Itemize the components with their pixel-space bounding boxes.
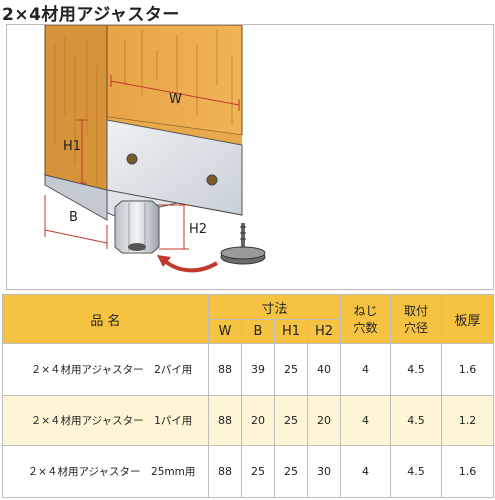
- value-w: 88: [208, 343, 242, 396]
- table-row: ２×４材用アジャスター 1パイ用 88 20 25 20 4 4.5 1.2: [2, 395, 495, 446]
- table-row: ２×４材用アジャスター 2パイ用 88 39 25 40 4 4.5 1.6: [2, 343, 495, 396]
- product-illustration: W H1 B H2: [6, 24, 494, 290]
- page-title: 2×4材用アジャスター: [2, 5, 180, 25]
- value-w: 88: [208, 395, 242, 446]
- header-b: B: [241, 319, 275, 344]
- value-h2: 40: [306, 343, 342, 396]
- value-holes: 4: [340, 395, 392, 446]
- dim-label-h1: H1: [63, 139, 81, 154]
- spec-table: 品 名 寸法 ねじ 穴数 取付 穴径 板厚 W B H1 H2 ２×４材用アジャ…: [2, 294, 495, 498]
- dim-label-b: B: [69, 210, 78, 225]
- value-thick: 1.2: [441, 395, 495, 446]
- value-holes: 4: [340, 343, 392, 396]
- product-name: ２×４材用アジャスター 25mm用: [2, 445, 209, 498]
- product-name: ２×４材用アジャスター 1パイ用: [2, 395, 209, 446]
- header-product-name: 品 名: [2, 294, 209, 344]
- table-row: ２×４材用アジャスター 25mm用 88 25 25 30 4 4.5 1.6: [2, 445, 495, 498]
- value-w: 88: [208, 445, 242, 498]
- value-h1: 25: [274, 445, 308, 498]
- product-name: ２×４材用アジャスター 2パイ用: [2, 343, 209, 396]
- dim-label-w: W: [169, 92, 182, 107]
- value-dia: 4.5: [390, 395, 443, 446]
- value-h1: 25: [274, 395, 308, 446]
- header-plate-thickness: 板厚: [441, 294, 495, 344]
- header-h1: H1: [274, 319, 308, 344]
- value-dia: 4.5: [390, 445, 443, 498]
- header-dimensions: 寸法: [207, 294, 342, 320]
- dim-label-h2: H2: [189, 222, 207, 237]
- value-holes: 4: [340, 445, 392, 498]
- value-h2: 20: [306, 395, 342, 446]
- value-dia: 4.5: [390, 343, 443, 396]
- value-b: 39: [241, 343, 275, 396]
- value-h2: 30: [306, 445, 342, 498]
- value-b: 20: [241, 395, 275, 446]
- value-h1: 25: [274, 343, 308, 396]
- header-w: W: [208, 319, 242, 344]
- header-screw-holes: ねじ 穴数: [340, 294, 392, 344]
- header-h2: H2: [306, 319, 342, 344]
- value-thick: 1.6: [441, 343, 495, 396]
- header-mount-hole: 取付 穴径: [390, 294, 443, 344]
- value-thick: 1.6: [441, 445, 495, 498]
- value-b: 25: [241, 445, 275, 498]
